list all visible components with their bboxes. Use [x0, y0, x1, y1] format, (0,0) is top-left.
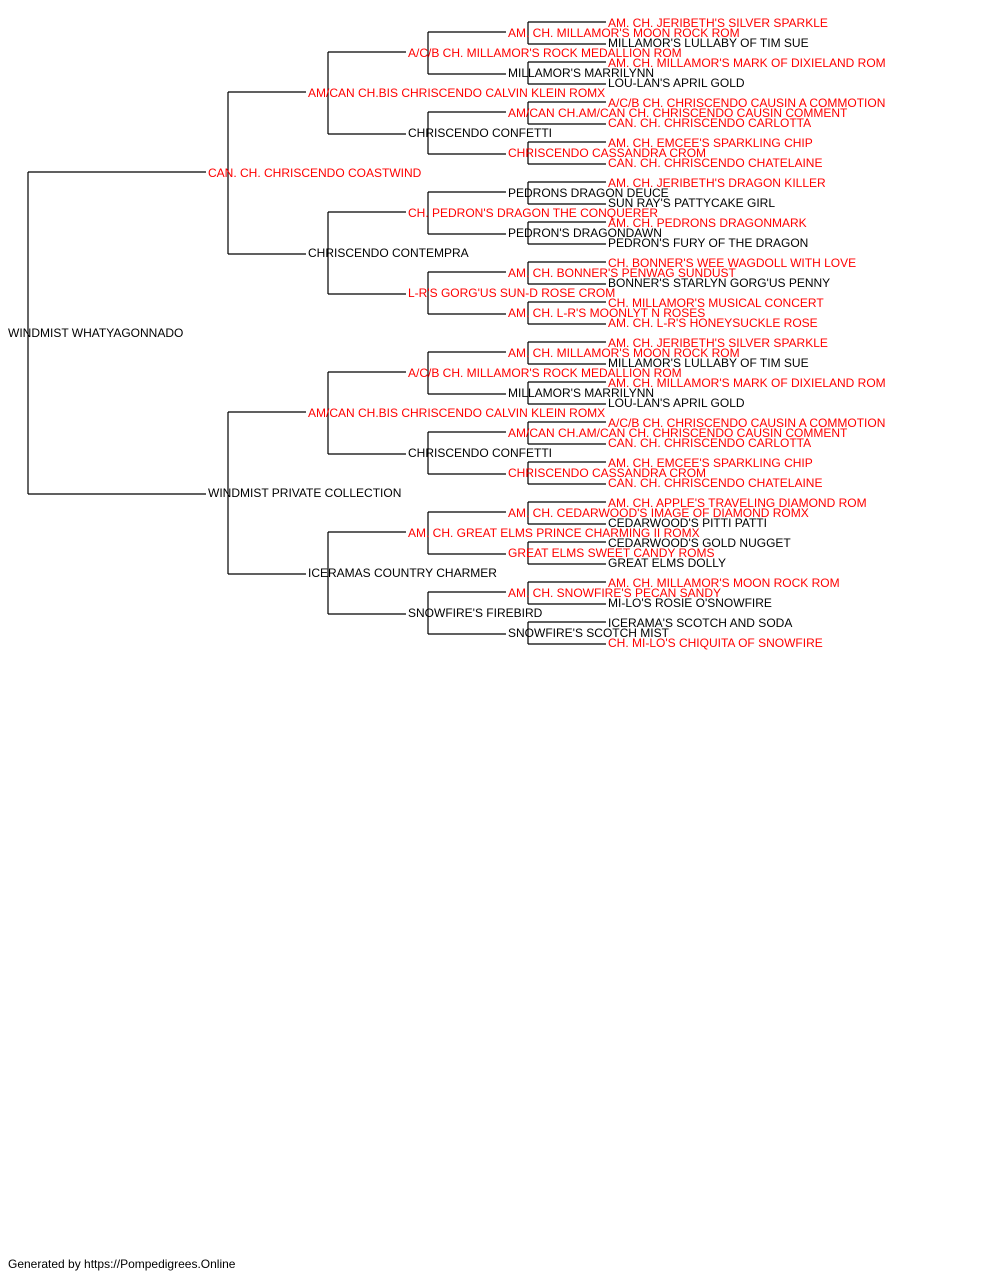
pedigree-name-gen4: AM. CH. CEDARWOOD'S IMAGE OF DIAMOND ROM… — [508, 506, 809, 520]
pedigree-name-gen5: AM. CH. EMCEE'S SPARKLING CHIP — [608, 456, 813, 470]
pedigree-name-gen5: GREAT ELMS DOLLY — [608, 556, 727, 570]
pedigree-name-gen1: CAN. CH. CHRISCENDO COASTWIND — [208, 166, 422, 180]
pedigree-name-gen4: AM/CAN CH.AM/CAN CH. CHRISCENDO CAUSIN C… — [508, 426, 848, 440]
pedigree-name-gen4: AM. CH. BONNER'S PENWAG SUNDUST — [508, 266, 736, 280]
pedigree-name-gen4: AM. CH. MILLAMOR'S MOON ROCK ROM — [508, 26, 740, 40]
pedigree-name-gen5: AM. CH. L-R'S HONEYSUCKLE ROSE — [608, 316, 818, 330]
pedigree-name-gen5: AM. CH. MILLAMOR'S MARK OF DIXIELAND ROM — [608, 56, 886, 70]
pedigree-name-gen5: CAN. CH. CHRISCENDO CARLOTTA — [608, 436, 812, 450]
pedigree-name-gen5: MI-LO'S ROSIE O'SNOWFIRE — [608, 596, 772, 610]
generated-by-footer: Generated by https://Pompedigrees.Online — [8, 1257, 236, 1271]
pedigree-name-gen4: MILLAMOR'S MARRILYNN — [508, 386, 655, 400]
pedigree-name-gen1: WINDMIST PRIVATE COLLECTION — [208, 486, 402, 500]
pedigree-name-gen5: AM. CH. MILLAMOR'S MARK OF DIXIELAND ROM — [608, 376, 886, 390]
pedigree-name-gen4: AM. CH. SNOWFIRE'S PECAN SANDY — [508, 586, 721, 600]
pedigree-name-gen5: ICERAMA'S SCOTCH AND SODA — [608, 616, 793, 630]
pedigree-name-gen5: A/C/B CH. CHRISCENDO CAUSIN A COMMOTION — [608, 416, 886, 430]
pedigree-name-gen5: A/C/B CH. CHRISCENDO CAUSIN A COMMOTION — [608, 96, 886, 110]
pedigree-name-gen5: CH. MI-LO'S CHIQUITA OF SNOWFIRE — [608, 636, 823, 650]
pedigree-name-gen4: PEDRON'S DRAGONDAWN — [508, 226, 662, 240]
pedigree-name-gen4: CHRISCENDO CASSANDRA CROM — [508, 146, 707, 160]
pedigree-name-gen5: CAN. CH. CHRISCENDO CARLOTTA — [608, 116, 812, 130]
pedigree-name-gen2: CHRISCENDO CONTEMPRA — [308, 246, 469, 260]
pedigree-name-gen2: AM/CAN CH.BIS CHRISCENDO CALVIN KLEIN RO… — [308, 86, 606, 100]
pedigree-name-gen5: CH. MILLAMOR'S MUSICAL CONCERT — [608, 296, 824, 310]
pedigree-name-gen5: AM. CH. PEDRONS DRAGONMARK — [608, 216, 807, 230]
pedigree-name-gen5: BONNER'S STARLYN GORG'US PENNY — [608, 276, 831, 290]
pedigree-name-gen5: AM. CH. JERIBETH'S SILVER SPARKLE — [608, 336, 828, 350]
pedigree-name-gen5: LOU-LAN'S APRIL GOLD — [608, 396, 745, 410]
pedigree-name-gen3: L-R'S GORG'US SUN-D ROSE CROM — [408, 286, 616, 300]
pedigree-name-gen5: CAN. CH. CHRISCENDO CHATELAINE — [608, 156, 823, 170]
pedigree-name-gen5: CH. BONNER'S WEE WAGDOLL WITH LOVE — [608, 256, 857, 270]
pedigree-name-gen4: CHRISCENDO CASSANDRA CROM — [508, 466, 707, 480]
pedigree-name-gen4: MILLAMOR'S MARRILYNN — [508, 66, 655, 80]
pedigree-name-gen5: SUN RAY'S PATTYCAKE GIRL — [608, 196, 775, 210]
pedigree-name-gen3: AM. CH. GREAT ELMS PRINCE CHARMING II RO… — [408, 526, 700, 540]
pedigree-name-gen5: PEDRON'S FURY OF THE DRAGON — [608, 236, 809, 250]
pedigree-name-gen5: AM. CH. APPLE'S TRAVELING DIAMOND ROM — [608, 496, 867, 510]
pedigree-name-gen3: SNOWFIRE'S FIREBIRD — [408, 606, 543, 620]
pedigree-name-gen3: A/C/B CH. MILLAMOR'S ROCK MEDALLION ROM — [408, 46, 682, 60]
pedigree-name-gen3: A/C/B CH. MILLAMOR'S ROCK MEDALLION ROM — [408, 366, 682, 380]
pedigree-name-gen5: LOU-LAN'S APRIL GOLD — [608, 76, 745, 90]
pedigree-name-gen4: AM. CH. L-R'S MOONLYT N ROSES — [508, 306, 706, 320]
pedigree-name-gen0: WINDMIST WHATYAGONNADO — [8, 326, 184, 340]
pedigree-name-gen4: AM/CAN CH.AM/CAN CH. CHRISCENDO CAUSIN C… — [508, 106, 848, 120]
pedigree-name-gen5: AM. CH. EMCEE'S SPARKLING CHIP — [608, 136, 813, 150]
pedigree-name-gen4: GREAT ELMS SWEET CANDY ROMS — [508, 546, 715, 560]
pedigree-name-gen4: AM. CH. MILLAMOR'S MOON ROCK ROM — [508, 346, 740, 360]
pedigree-name-gen5: MILLAMOR'S LULLABY OF TIM SUE — [608, 356, 809, 370]
pedigree-name-gen4: SNOWFIRE'S SCOTCH MIST — [508, 626, 669, 640]
pedigree-name-gen5: AM. CH. MILLAMOR'S MOON ROCK ROM — [608, 576, 840, 590]
pedigree-name-gen5: CEDARWOOD'S GOLD NUGGET — [608, 536, 791, 550]
pedigree-name-gen5: CEDARWOOD'S PITTI PATTI — [608, 516, 767, 530]
pedigree-name-gen5: MILLAMOR'S LULLABY OF TIM SUE — [608, 36, 809, 50]
pedigree-name-gen4: PEDRONS DRAGON DEUCE — [508, 186, 669, 200]
pedigree-name-gen2: AM/CAN CH.BIS CHRISCENDO CALVIN KLEIN RO… — [308, 406, 606, 420]
pedigree-name-gen5: AM. CH. JERIBETH'S DRAGON KILLER — [608, 176, 826, 190]
pedigree-name-gen5: CAN. CH. CHRISCENDO CHATELAINE — [608, 476, 823, 490]
pedigree-name-gen2: ICERAMAS COUNTRY CHARMER — [308, 566, 497, 580]
pedigree-name-gen3: CHRISCENDO CONFETTI — [408, 126, 552, 140]
pedigree-name-gen3: CH. PEDRON'S DRAGON THE CONQUERER — [408, 206, 659, 220]
pedigree-name-gen5: AM. CH. JERIBETH'S SILVER SPARKLE — [608, 16, 828, 30]
pedigree-name-gen3: CHRISCENDO CONFETTI — [408, 446, 552, 460]
